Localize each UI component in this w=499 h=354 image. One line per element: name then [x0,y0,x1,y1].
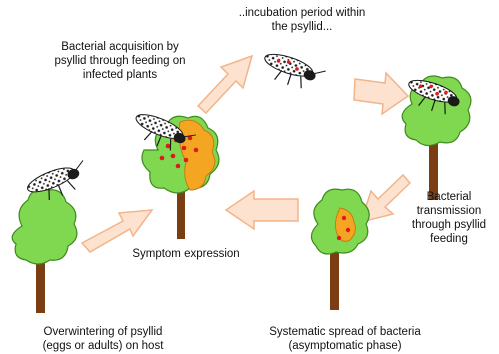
label-incubation: ..incubation period within the psyllid..… [222,6,382,34]
tree-icon [12,189,77,313]
arrow-incubation-to-transmission [354,73,408,114]
label-overwintering: Overwintering of psyllid (eggs or adults… [18,325,188,353]
label-transmission: Bacterial transmission through psyllid f… [400,190,498,246]
label-acquisition: Bacterial acquisition by psyllid through… [30,40,210,82]
tree-icon [311,189,369,310]
arrow-spread-to-symptom [226,191,298,229]
arrow-overwintering-to-acquisition [82,210,152,252]
label-symptom-expression: Symptom expression [126,247,246,261]
label-spread: Systematic spread of bacteria (asymptoma… [250,325,440,353]
psyllid-icon [259,50,326,95]
